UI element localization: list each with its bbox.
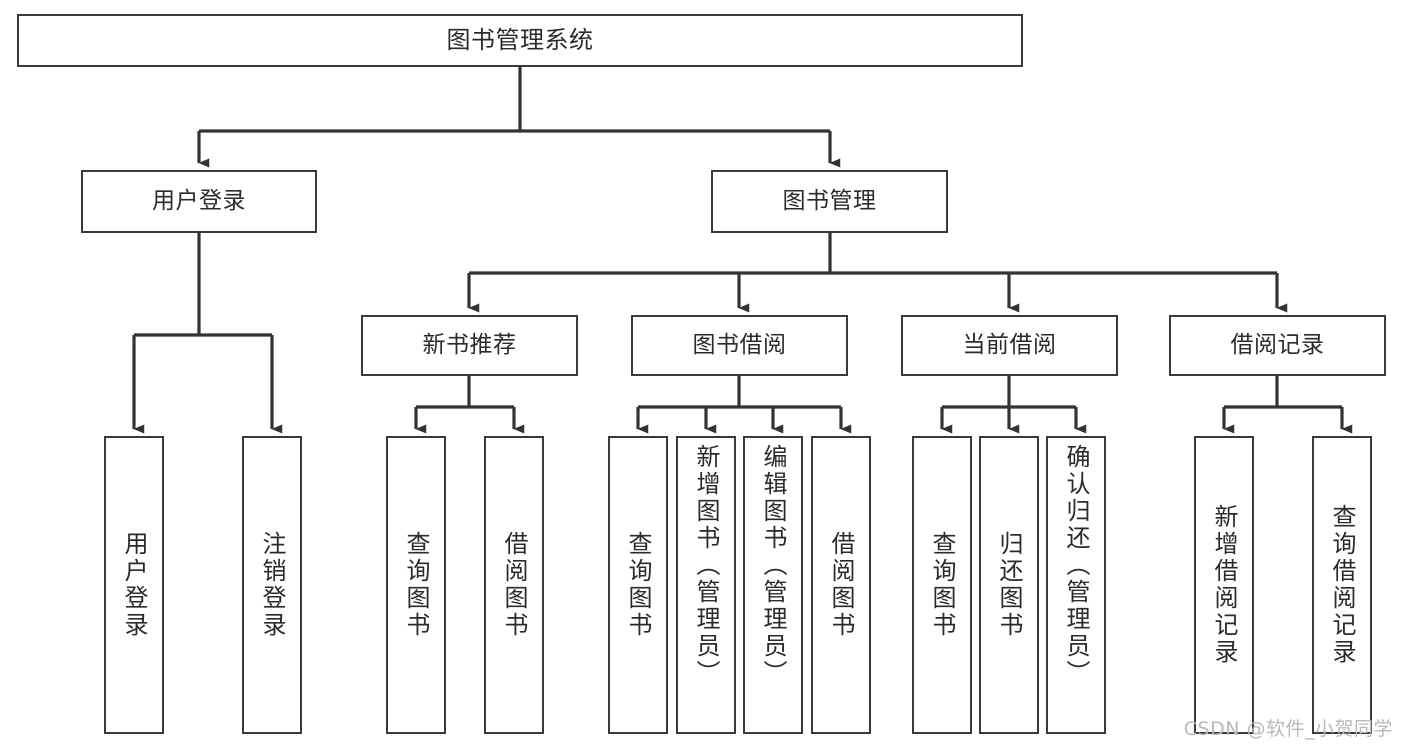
node-label: 用户登录 [120,531,148,639]
node-label: 编辑图书（管理员） [759,444,787,687]
node-label: 借阅记录 [1230,331,1325,358]
node-user-login[interactable]: 用户登录 [81,170,317,233]
node-label: 用户登录 [152,187,246,214]
node-leaf-borrow-book-recommend[interactable]: 借阅图书 [484,436,544,734]
node-label: 归还图书 [995,531,1023,639]
node-label: 查询图书 [624,531,652,639]
node-label: 新增图书（管理员） [692,444,720,687]
node-leaf-user-login[interactable]: 用户登录 [104,436,164,734]
node-leaf-confirm-return[interactable]: 确认归还（管理员） [1046,436,1106,734]
node-label: 借阅图书 [500,531,528,639]
node-leaf-logout-login[interactable]: 注销登录 [242,436,302,734]
node-label: 图书借阅 [692,331,787,358]
node-label: 查询借阅记录 [1328,504,1356,666]
node-label: 查询图书 [928,531,956,639]
node-book-borrow[interactable]: 图书借阅 [631,315,848,376]
node-leaf-query-book-borrow[interactable]: 查询图书 [608,436,668,734]
node-label: 图书管理 [782,187,877,214]
node-borrow-record[interactable]: 借阅记录 [1169,315,1386,376]
node-label: 查询图书 [402,531,430,639]
node-current-borrow[interactable]: 当前借阅 [901,315,1118,376]
node-book-management[interactable]: 图书管理 [711,170,948,233]
node-leaf-borrow-book[interactable]: 借阅图书 [811,436,871,734]
node-leaf-add-book[interactable]: 新增图书（管理员） [676,436,736,734]
node-label: 图书管理系统 [446,26,594,55]
node-leaf-query-borrow-record[interactable]: 查询借阅记录 [1312,436,1372,734]
node-label: 注销登录 [258,531,286,639]
node-label: 借阅图书 [827,531,855,639]
node-label: 新书推荐 [422,331,517,358]
node-leaf-query-book-current[interactable]: 查询图书 [912,436,972,734]
watermark-text: CSDN @软件_小贺同学 [1183,718,1393,740]
node-label: 当前借阅 [962,331,1057,358]
node-leaf-edit-book[interactable]: 编辑图书（管理员） [743,436,803,734]
node-leaf-query-book-recommend[interactable]: 查询图书 [386,436,446,734]
node-label: 新增借阅记录 [1210,504,1238,666]
node-new-book-recommend[interactable]: 新书推荐 [361,315,578,376]
node-leaf-return-book[interactable]: 归还图书 [979,436,1039,734]
node-label: 确认归还（管理员） [1062,444,1090,687]
node-root-library-system[interactable]: 图书管理系统 [17,14,1023,67]
node-leaf-add-borrow-record[interactable]: 新增借阅记录 [1194,436,1254,734]
